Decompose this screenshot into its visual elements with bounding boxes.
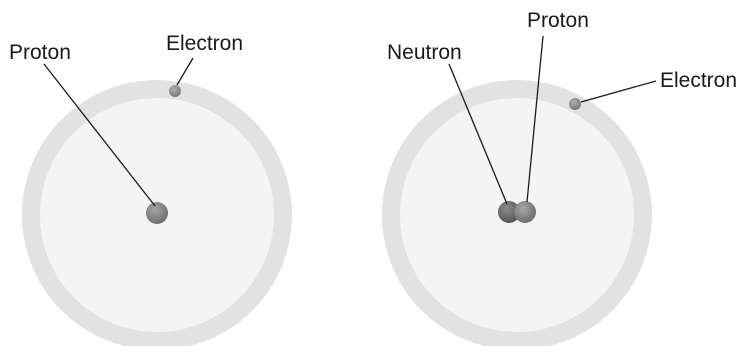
deuterium-neutron-label: Neutron (387, 41, 462, 64)
hydrogen-atom: Proton Electron (9, 32, 283, 341)
hydrogen-electron-leader (177, 58, 193, 85)
hydrogen-proton (146, 202, 168, 224)
deuterium-proton-label: Proton (527, 9, 589, 32)
hydrogen-electron (169, 85, 181, 97)
deuterium-atom: Neutron Proton Electron (387, 9, 737, 341)
hydrogen-electron-label: Electron (166, 32, 243, 55)
deuterium-proton (514, 201, 536, 223)
deuterium-electron-label: Electron (660, 69, 737, 92)
deuterium-electron-leader (581, 81, 656, 102)
hydrogen-proton-label: Proton (9, 41, 71, 64)
deuterium-electron (569, 98, 581, 110)
